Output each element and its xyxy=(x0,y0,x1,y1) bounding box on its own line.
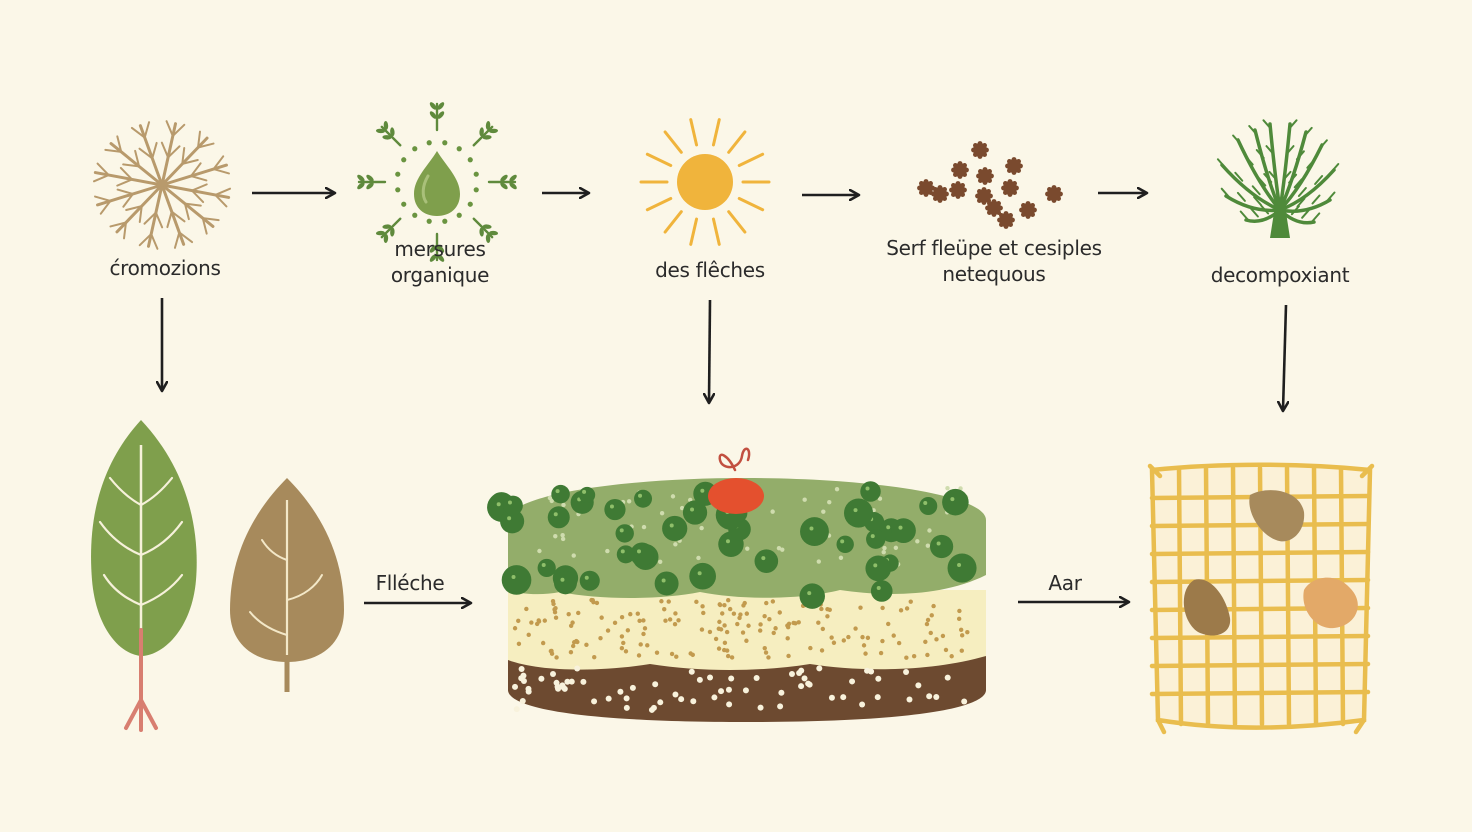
bottom-row-arrows xyxy=(364,602,1128,603)
arrow-label-soil-to-mesh-text: Aar xyxy=(1048,571,1082,595)
arrow-sun-down xyxy=(709,299,710,402)
mesh-bin-icon xyxy=(1147,462,1375,735)
arrow-label-soil-to-mesh: Aar xyxy=(1030,570,1100,596)
arrow-label-leaves-to-soil-text: Flléche xyxy=(375,571,445,595)
root-network-icon xyxy=(92,120,232,250)
label-drop-line2: organique xyxy=(390,263,490,287)
sprouting-plant-icon xyxy=(1216,119,1340,238)
dry-leaf-icon xyxy=(230,478,344,692)
leaf-icon xyxy=(91,420,197,732)
label-drop-line1: mersures xyxy=(394,237,486,261)
vertical-arrows xyxy=(162,298,1286,410)
label-seeds: Serf fleüpe et cesiples netequous xyxy=(864,235,1124,287)
label-plant-text: decompoxiant xyxy=(1210,263,1350,287)
arrow-plant-down xyxy=(1283,304,1286,410)
sun-icon xyxy=(639,118,771,246)
label-seeds-line2: netequous xyxy=(942,262,1046,286)
seed-cluster-icon xyxy=(917,141,1063,229)
label-plant: decompoxiant xyxy=(1190,262,1370,288)
label-sun-text: des flêches xyxy=(655,258,765,282)
arrow-label-leaves-to-soil: Flléche xyxy=(360,570,460,596)
label-roots: ćromozions xyxy=(80,255,250,281)
organic-drop-icon xyxy=(357,102,517,262)
soil-layers-icon xyxy=(487,447,986,722)
label-seeds-line1: Serf fleüpe et cesiples xyxy=(886,236,1102,260)
label-sun: des flêches xyxy=(620,257,800,283)
earthworm xyxy=(708,447,764,514)
top-row-arrows xyxy=(252,193,1146,195)
label-drop: mersures organique xyxy=(340,236,540,288)
label-roots-text: ćromozions xyxy=(109,256,221,280)
